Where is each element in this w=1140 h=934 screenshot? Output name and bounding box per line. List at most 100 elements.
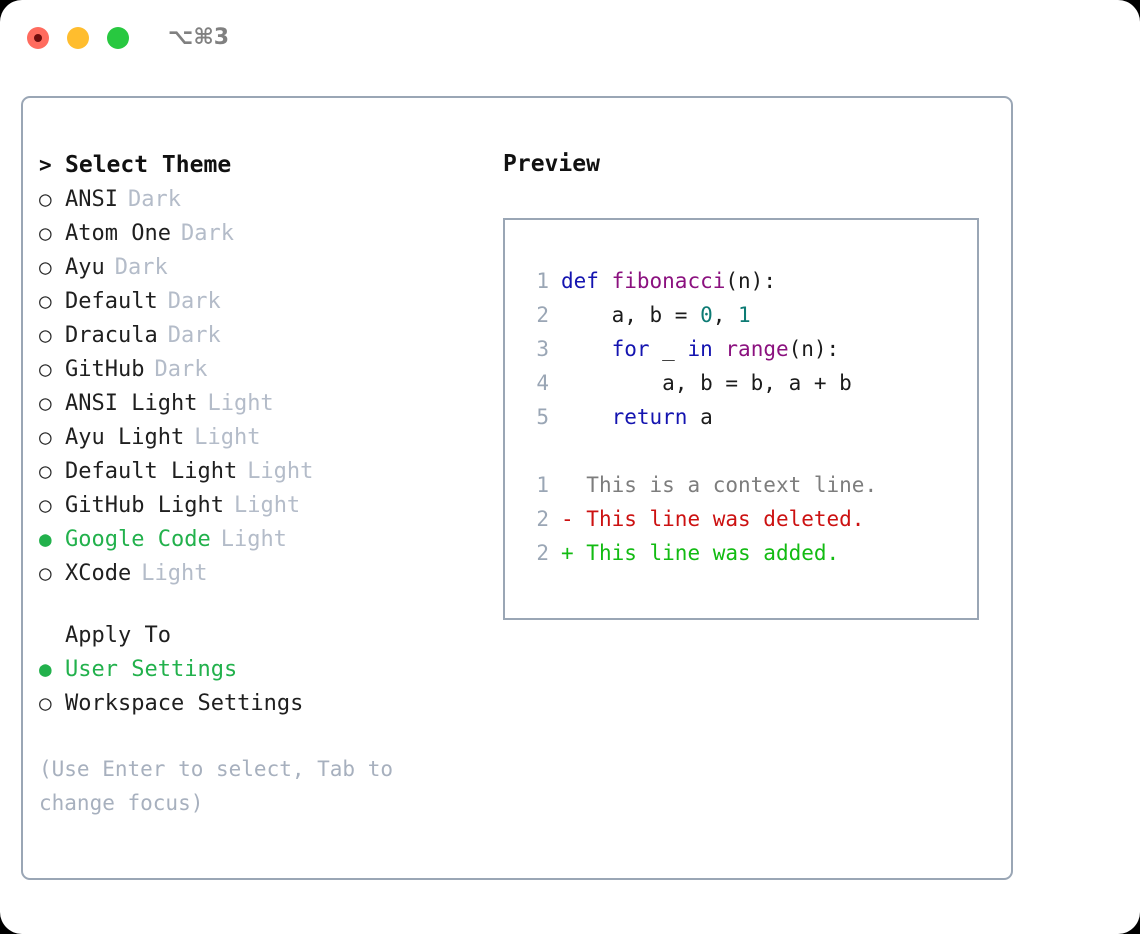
code-line: 3 for _ in range(n): bbox=[523, 332, 977, 366]
radio-unselected-icon: ○ bbox=[39, 493, 52, 517]
code-token bbox=[713, 337, 726, 361]
code-token: return bbox=[611, 405, 688, 429]
code-line: 2 a, b = 0, 1 bbox=[523, 298, 977, 332]
theme-option-label: Ayu Light bbox=[65, 425, 185, 450]
line-number: 2 bbox=[536, 507, 549, 531]
line-number: 1 bbox=[536, 473, 549, 497]
line-number: 2 bbox=[536, 303, 549, 327]
theme-variant-tag: Light bbox=[247, 459, 314, 484]
theme-option-label: Google Code bbox=[65, 527, 211, 552]
code-line: 4 a, b = b, a + b bbox=[523, 366, 977, 400]
diff-text: This line was added. bbox=[573, 541, 840, 565]
code-diff-spacer bbox=[523, 434, 977, 468]
code-token: range bbox=[725, 337, 789, 361]
radio-selected-icon: ● bbox=[39, 657, 52, 681]
code-line-content: return a bbox=[561, 400, 713, 434]
theme-variant-tag: Dark bbox=[167, 323, 221, 348]
prompt-caret-icon: > bbox=[39, 153, 52, 177]
apply-to-option-row[interactable]: ○Workspace Settings bbox=[39, 686, 489, 720]
apply-to-option-label: User Settings bbox=[65, 657, 238, 682]
code-line: 1 def fibonacci(n): bbox=[523, 264, 977, 298]
radio-unselected-icon: ○ bbox=[39, 357, 52, 381]
maximize-button[interactable] bbox=[107, 27, 129, 49]
line-number: 1 bbox=[536, 269, 549, 293]
code-token: (n): bbox=[788, 337, 840, 361]
preview-title: Preview bbox=[503, 151, 600, 177]
radio-unselected-icon: ○ bbox=[39, 391, 52, 415]
apply-to-section: ○ Apply To ● User Settings ○Workspace Setti… bbox=[39, 618, 489, 720]
code-token: _ bbox=[649, 337, 688, 361]
select-theme-heading-label: Select Theme bbox=[65, 152, 232, 178]
line-number: 5 bbox=[536, 405, 549, 429]
theme-option-label: Ayu bbox=[65, 255, 105, 280]
apply-to-heading-label: Apply To bbox=[65, 623, 171, 648]
code-line-content: def fibonacci(n): bbox=[561, 264, 776, 298]
diff-sign bbox=[561, 468, 574, 502]
apply-to-options-list: ● User Settings ○Workspace Settings bbox=[39, 652, 489, 720]
radio-unselected-icon: ○ bbox=[39, 691, 52, 715]
code-line: 5 return a bbox=[523, 400, 977, 434]
theme-option-row[interactable]: ○ Ayu Light Light bbox=[39, 420, 489, 454]
theme-variant-tag: Light bbox=[220, 527, 287, 552]
close-button[interactable] bbox=[27, 27, 49, 49]
line-number: 4 bbox=[536, 371, 549, 395]
radio-unselected-icon: ○ bbox=[39, 459, 52, 483]
keyboard-hint-text: (Use Enter to select, Tab to change focu… bbox=[39, 757, 394, 815]
code-token: for bbox=[611, 337, 650, 361]
diff-line: 2 + This line was added. bbox=[523, 536, 977, 570]
code-token: (n): bbox=[725, 269, 776, 293]
apply-to-option-row[interactable]: ● User Settings bbox=[39, 652, 489, 686]
code-token: in bbox=[687, 337, 713, 361]
theme-option-label: GitHub Light bbox=[65, 493, 224, 518]
minimize-button[interactable] bbox=[67, 27, 89, 49]
diff-text: This line was deleted. bbox=[573, 507, 865, 531]
code-token: a, b = bbox=[561, 303, 701, 327]
theme-option-label: XCode bbox=[65, 561, 132, 586]
close-focus-dot bbox=[34, 34, 42, 42]
theme-variant-tag: Dark bbox=[154, 357, 208, 382]
code-token: fibonacci bbox=[611, 269, 726, 293]
code-token bbox=[599, 269, 612, 293]
diff-line: 2- This line was deleted. bbox=[523, 502, 977, 536]
theme-option-label: ANSI bbox=[65, 187, 118, 212]
code-token bbox=[561, 337, 612, 361]
radio-selected-icon: ● bbox=[39, 527, 52, 551]
theme-option-label: Default Light bbox=[65, 459, 238, 484]
select-theme-heading: > Select Theme bbox=[39, 148, 489, 182]
diff-sample: 1 This is a context line.2- This line wa… bbox=[523, 468, 977, 570]
code-token: 0 bbox=[700, 303, 713, 327]
keyboard-shortcut-label: ⌥⌘3 bbox=[168, 25, 230, 50]
theme-variant-tag: Dark bbox=[127, 187, 181, 212]
radio-unselected-icon: ○ bbox=[39, 561, 52, 585]
code-line-content: for _ in range(n): bbox=[561, 332, 840, 366]
theme-variant-tag: Light bbox=[194, 425, 261, 450]
radio-unselected-icon: ○ bbox=[39, 221, 52, 245]
theme-option-row[interactable]: ● Google Code Light bbox=[39, 522, 489, 556]
theme-variant-tag: Light bbox=[207, 391, 274, 416]
radio-unselected-icon: ○ bbox=[39, 425, 52, 449]
line-number: 3 bbox=[536, 337, 549, 361]
code-token bbox=[561, 405, 612, 429]
diff-sign: + bbox=[561, 541, 574, 565]
code-token: def bbox=[561, 269, 599, 293]
radio-unselected-icon: ○ bbox=[39, 255, 52, 279]
code-token: a, b = b, a + b bbox=[561, 371, 852, 395]
theme-option-label: Default bbox=[65, 289, 158, 314]
line-number: 2 bbox=[536, 541, 549, 565]
theme-variant-tag: Dark bbox=[180, 221, 234, 246]
theme-option-row[interactable]: ○ Default Light Light bbox=[39, 454, 489, 488]
